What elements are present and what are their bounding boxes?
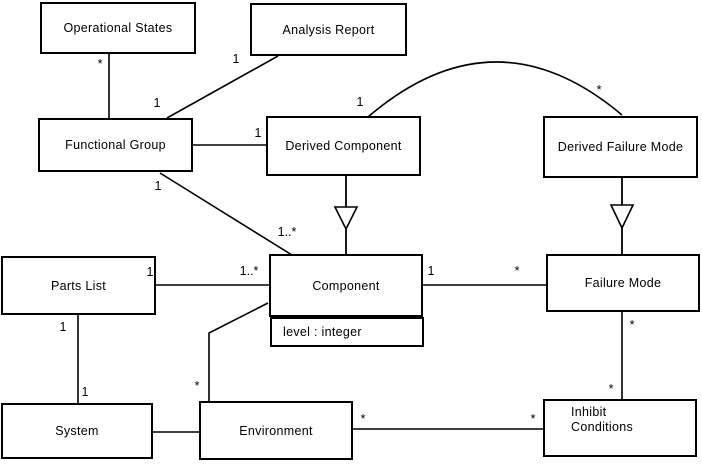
association-ar-fg: [166, 55, 279, 119]
class-name-label-line2: Conditions: [571, 420, 634, 434]
multiplicity-pl-end-comp: 1: [146, 265, 154, 279]
multiplicity-pl-end-sys: 1: [59, 320, 67, 334]
generalization-triangle-icon: [333, 206, 359, 231]
multiplicity-dc-end-fg: 1: [254, 126, 262, 140]
class-parts-list[interactable]: Parts List: [1, 256, 156, 315]
multiplicity-env-end-ic: *: [360, 412, 366, 426]
association-fg-comp: [159, 172, 293, 256]
class-name-label: Component: [312, 278, 380, 293]
multiplicity-dfm-end-arc: *: [596, 83, 602, 97]
multiplicity-comp-end-fg: 1..*: [277, 225, 297, 239]
class-environment[interactable]: Environment: [199, 401, 353, 460]
multiplicity-env-end-comp: *: [194, 379, 200, 393]
multiplicity-sys-end-pl: 1: [81, 385, 89, 399]
class-operational-states[interactable]: Operational States: [40, 2, 196, 54]
class-component-attributes[interactable]: level : integer: [270, 317, 424, 347]
generalization-triangle-icon: [609, 204, 635, 230]
class-name-label: Environment: [239, 423, 313, 438]
class-name-label: Derived Component: [285, 139, 402, 153]
attribute-label: level : integer: [283, 325, 362, 339]
association-dc-dfm-arc: [367, 61, 623, 118]
class-name-label: Parts List: [50, 278, 107, 293]
multiplicity-fg-end-os: 1: [153, 96, 161, 110]
class-name-label: System: [55, 424, 99, 438]
multiplicity-ar-end: 1: [232, 52, 240, 66]
multiplicity-comp-end-fm: 1: [427, 264, 435, 278]
class-system[interactable]: System: [1, 403, 153, 459]
class-component[interactable]: Component: [269, 254, 423, 317]
class-failure-mode[interactable]: Failure Mode: [546, 254, 700, 312]
multiplicity-os-end: *: [97, 57, 103, 71]
multiplicity-comp-end-pl: 1..*: [239, 264, 259, 278]
class-name-label: Functional Group: [65, 138, 166, 152]
multiplicity-ic-end-env: *: [530, 412, 536, 426]
association-comp-env: [208, 302, 269, 401]
class-name-label: Failure Mode: [584, 276, 662, 290]
multiplicity-fg-end-comp: 1: [154, 179, 162, 193]
class-analysis-report[interactable]: Analysis Report: [250, 3, 407, 56]
multiplicity-fm-end-comp: *: [514, 264, 520, 278]
class-functional-group[interactable]: Functional Group: [38, 118, 193, 172]
multiplicity-dc-end-arc: 1: [356, 95, 364, 109]
class-derived-failure-mode[interactable]: Derived Failure Mode: [543, 116, 698, 178]
class-inhibit-conditions[interactable]: Inhibit Conditions: [543, 399, 697, 457]
class-name-label: Operational States: [63, 21, 173, 35]
class-derived-component[interactable]: Derived Component: [266, 116, 421, 176]
class-name-label: Analysis Report: [282, 22, 375, 37]
class-name-label: Derived Failure Mode: [557, 140, 684, 154]
class-name-label-line1: Inhibit: [571, 405, 607, 419]
multiplicity-ic-end-fm: *: [608, 382, 614, 396]
multiplicity-fm-end-ic: *: [629, 318, 635, 332]
